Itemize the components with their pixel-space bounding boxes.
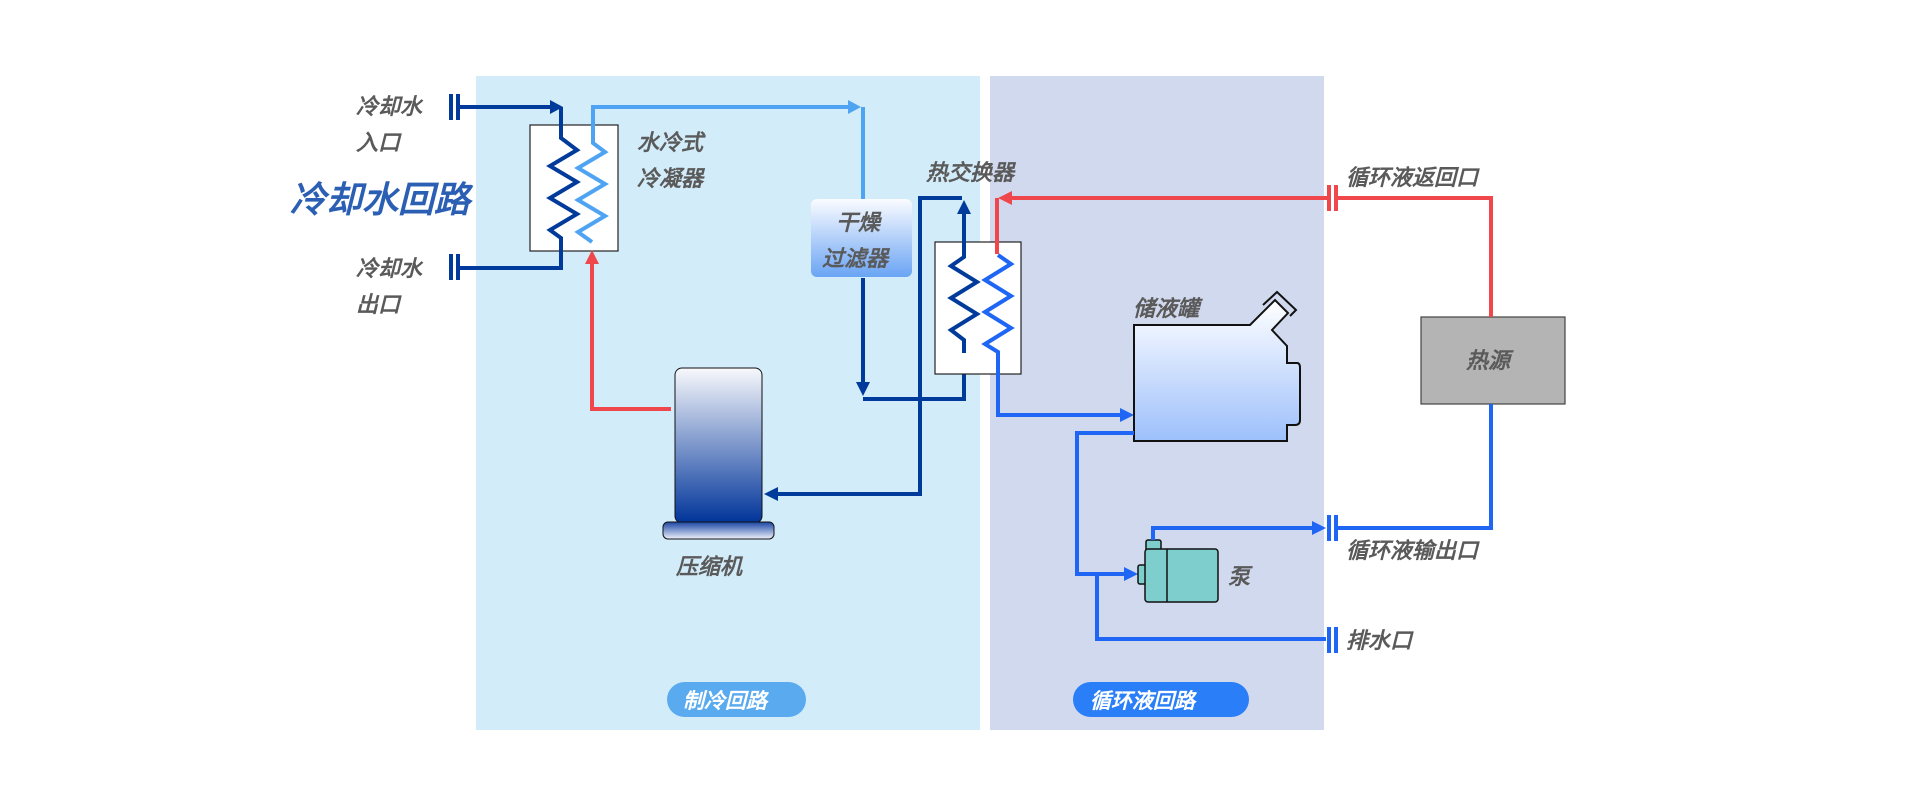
tank-inlet-arrow-icon — [1120, 408, 1134, 422]
cooling-water-loop-title: 冷却水回路 — [290, 180, 474, 221]
coolant-outlet-connector-bar — [1334, 515, 1338, 541]
refrigeration-loop-badge: 制冷回路 — [667, 682, 806, 717]
drier-filter-label-2: 过滤器 — [822, 247, 891, 272]
coolant-exchanger-coil — [981, 253, 1122, 417]
drier-outlet-arrow-icon — [856, 382, 870, 396]
outlet-connector-icon — [449, 254, 453, 280]
drain-port: 排水口 — [1327, 627, 1414, 654]
heat-source — [1420, 316, 1566, 405]
compressor-base — [662, 521, 775, 540]
heat-exchanger — [934, 241, 1022, 375]
drain-pipe — [1095, 574, 1326, 641]
inlet-connector-icon — [449, 94, 453, 120]
cooling-water-inlet-label-2: 入口 — [356, 131, 402, 156]
compressor-discharge-pipe — [590, 262, 671, 411]
water-cooled-condenser — [529, 124, 619, 252]
coolant-return-arrow-icon — [998, 191, 1012, 205]
refrigerant-evaporator-coil — [947, 212, 981, 353]
compressor — [674, 367, 763, 524]
cooling-water-outlet-label-2: 出口 — [356, 293, 402, 318]
pump-outlet-pipe — [1151, 526, 1316, 540]
heat-exchanger-label: 热交换器 — [925, 160, 1017, 186]
coolant-loop-badge-label: 循环液回路 — [1090, 689, 1198, 713]
coolant-outlet-port: 循环液输出口 — [1327, 515, 1480, 564]
tank-cap-icon — [1262, 290, 1298, 317]
pump-label: 泵 — [1228, 565, 1253, 590]
evaporator-up-arrow-icon — [957, 200, 971, 214]
inlet-arrow-icon — [550, 100, 563, 114]
condenser-to-drier-arrow-icon — [848, 100, 861, 114]
suction-pipe — [776, 196, 962, 496]
drain-connector-icon — [1327, 627, 1331, 653]
refrigeration-loop-badge-label: 制冷回路 — [683, 689, 770, 713]
drain-label: 排水口 — [1346, 629, 1414, 654]
heat-source-label: 热源 — [1465, 349, 1514, 374]
tank-outlet-pipe — [1075, 431, 1134, 576]
cooling-water-coil — [460, 107, 581, 270]
cooling-water-inlet-port: 冷却水 入口 — [356, 94, 460, 156]
coolant-out-arrow-icon — [1312, 521, 1326, 535]
coolant-outlet-label: 循环液输出口 — [1346, 538, 1480, 564]
cooling-water-outlet-label-1: 冷却水 — [356, 257, 424, 282]
coolant-return-port: 循环液返回口 — [1327, 165, 1480, 211]
discharge-arrow-icon — [585, 250, 599, 264]
drier-filter — [811, 199, 912, 277]
return-connector-icon — [1327, 185, 1331, 211]
condenser-label-1: 水冷式 — [637, 131, 706, 156]
coolant-return-label: 循环液返回口 — [1346, 165, 1480, 191]
inlet-connector-bar — [456, 94, 460, 120]
refrigerant-condenser-coil — [574, 105, 850, 244]
drain-connector-bar — [1334, 627, 1338, 653]
tank-label: 储液罐 — [1133, 296, 1203, 322]
coolant-loop-badge: 循环液回路 — [1073, 682, 1249, 717]
suction-arrow-icon — [764, 487, 778, 501]
condenser-label-2: 冷凝器 — [637, 167, 706, 192]
pump-inlet-arrow-icon — [1124, 567, 1138, 581]
cooling-water-inlet-label-1: 冷却水 — [356, 95, 424, 120]
heat-source-return-pipe — [1338, 196, 1493, 317]
coolant-outlet-connector-icon — [1327, 515, 1331, 541]
return-connector-bar — [1334, 185, 1338, 211]
cooling-water-outlet-port: 冷却水 出口 — [356, 254, 460, 318]
drier-filter-label-1: 干燥 — [836, 211, 883, 236]
outlet-connector-bar — [456, 254, 460, 280]
liquid-tank — [1133, 298, 1301, 442]
pump — [1137, 539, 1219, 603]
compressor-label: 压缩机 — [675, 554, 744, 580]
heat-source-supply-pipe — [1338, 404, 1493, 530]
